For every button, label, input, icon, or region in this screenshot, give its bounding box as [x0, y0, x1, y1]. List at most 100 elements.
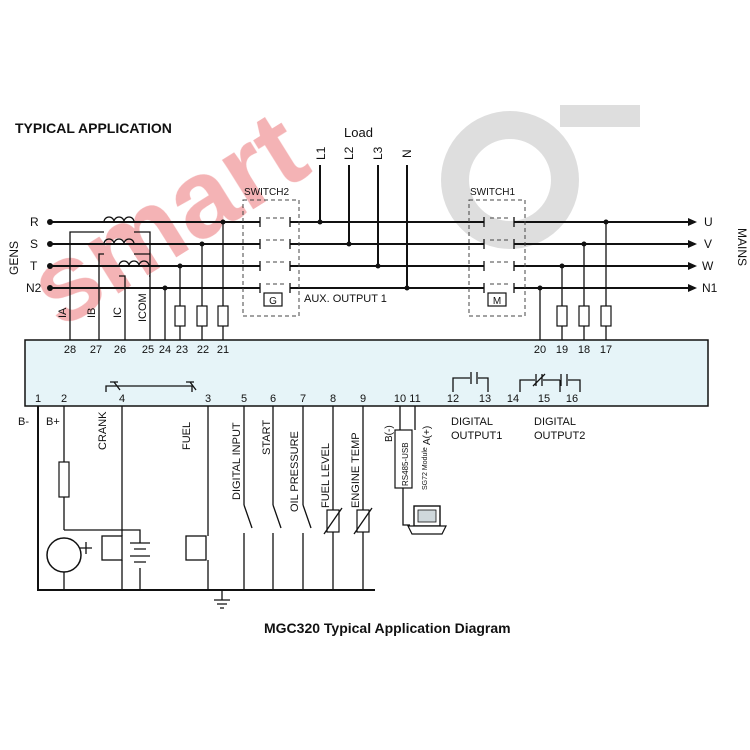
terminal-number: 27	[90, 344, 102, 356]
bus-end-dot	[47, 241, 53, 247]
internal-relay-contacts	[105, 372, 581, 392]
digital-output2-label: OUTPUT2	[534, 430, 585, 442]
input-label: DIGITAL INPUT	[231, 422, 243, 500]
switch2-label: SWITCH2	[244, 187, 289, 198]
comm-label: A(+)	[422, 426, 433, 445]
gens-label: GENS	[7, 241, 21, 275]
switch-contact-icon	[243, 504, 312, 529]
battery-fuse-icon	[58, 461, 70, 498]
output2-no-contact-icon	[560, 374, 568, 386]
terminal-number: 6	[270, 393, 276, 405]
terminal-number: 16	[566, 393, 578, 405]
gen-voltage-sense	[162, 219, 229, 340]
fuse-icon	[174, 305, 186, 327]
arrow-head-icon	[688, 218, 697, 226]
switch2-outline	[242, 199, 300, 317]
crank-relay-contact-icon	[110, 381, 121, 391]
fuse-icon	[600, 305, 612, 327]
terminal-number: 20	[534, 344, 546, 356]
crank-relay-coil-icon	[101, 535, 123, 561]
diagram-title: TYPICAL APPLICATION	[15, 120, 172, 136]
phase-label: R	[30, 215, 39, 229]
terminal-number: 7	[300, 393, 306, 405]
mains-voltage-sense	[537, 219, 612, 340]
supply-label: B+	[46, 416, 60, 428]
arrow-head-icon	[688, 284, 697, 292]
load-line-label: L3	[371, 146, 385, 160]
terminal-number: 21	[217, 344, 229, 356]
switch1-box-label: M	[493, 296, 501, 307]
load-label: Load	[344, 125, 373, 140]
terminal-number: 9	[360, 393, 366, 405]
load-line-label: L1	[314, 146, 328, 160]
terminal-number: 25	[142, 344, 154, 356]
digital-output1-label: DIGITAL	[451, 416, 493, 428]
input-label: FUEL	[181, 422, 193, 450]
terminal-number: 12	[447, 393, 459, 405]
terminal-number: 4	[119, 393, 125, 405]
terminal-number: 26	[114, 344, 126, 356]
terminal-number: 19	[556, 344, 568, 356]
bottom-wiring	[37, 406, 416, 609]
switch1-outline	[468, 199, 526, 317]
output1-contact-icon	[470, 372, 478, 384]
fuse-icon	[217, 305, 229, 327]
battery-icon	[130, 542, 150, 563]
ground-icon	[214, 590, 230, 609]
terminal-number: 1	[35, 393, 41, 405]
mains-label: MAINS	[735, 228, 749, 266]
bus-end-dot	[47, 285, 53, 291]
terminal-number: 10	[394, 393, 406, 405]
phase-label: N1	[702, 281, 718, 295]
phase-label: T	[30, 259, 38, 273]
phase-label: U	[704, 215, 713, 229]
bus-end-dot	[47, 219, 53, 225]
terminal-number: 3	[205, 393, 211, 405]
ct-label: IB	[86, 308, 98, 318]
ct-label: ICOM	[137, 293, 149, 322]
terminal-number: 11	[409, 393, 420, 405]
laptop-icon	[407, 505, 447, 535]
load-line-label: N	[400, 149, 414, 158]
input-label: FUEL LEVEL	[320, 443, 332, 508]
starter-motor-icon	[46, 537, 82, 573]
switch1: SWITCH1 M	[468, 187, 526, 317]
terminal-number: 8	[330, 393, 336, 405]
input-label: CRANK	[97, 411, 109, 450]
digital-output2-label: DIGITAL	[534, 416, 576, 428]
input-label: OIL PRESSURE	[289, 431, 301, 512]
comm-label: SG72 Module	[422, 447, 429, 490]
switch2-coil	[263, 292, 283, 307]
input-labels: CRANK FUEL DIGITAL INPUT START OIL PRESS…	[97, 411, 362, 512]
terminal-number: 18	[578, 344, 590, 356]
switch1-contacts	[483, 217, 515, 293]
phase-label: V	[704, 237, 712, 251]
terminal-number: 23	[176, 344, 188, 356]
terminal-number: 22	[197, 344, 209, 356]
phase-label: W	[702, 259, 714, 273]
aux-output-label: AUX. OUTPUT 1	[304, 293, 387, 305]
digital-output1-label: OUTPUT1	[451, 430, 502, 442]
switch2-box-label: G	[269, 296, 277, 307]
ct-label: IC	[112, 307, 124, 318]
fuse-icon	[556, 305, 568, 327]
watermark-circle	[441, 111, 579, 249]
terminal-number: 2	[61, 393, 67, 405]
ct-coil-icon	[103, 216, 135, 223]
ct-coil-icon	[103, 238, 135, 245]
fuel-relay-contact-icon	[186, 381, 197, 391]
bus-end-dot	[47, 263, 53, 269]
bottom-terminals: 1 2 4 3 5 6 7 8 9 10 11 12 13 14 15 16	[35, 393, 578, 405]
watermark-bar	[560, 105, 640, 127]
arrow-head-icon	[688, 262, 697, 270]
switch1-label: SWITCH1	[470, 187, 515, 198]
comm-module: B(-) A(+) RS485-USB SG72 Module	[384, 425, 447, 535]
terminal-number: 15	[538, 393, 550, 405]
terminal-number: 28	[64, 344, 76, 356]
load-line-label: L2	[342, 146, 356, 160]
output2-nc-contact-icon	[532, 373, 546, 387]
diagram-caption: MGC320 Typical Application Diagram	[264, 620, 511, 636]
ct-label: IA	[57, 307, 69, 318]
current-transformers: IA IB IC ICOM	[57, 216, 151, 340]
supply-label: B-	[18, 416, 29, 428]
